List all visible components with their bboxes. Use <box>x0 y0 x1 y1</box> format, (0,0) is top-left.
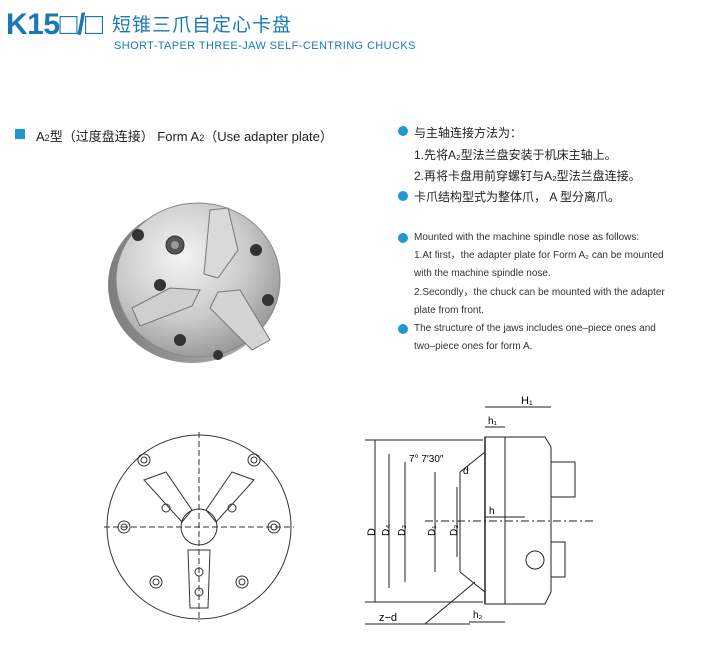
dim-H1: H₁ <box>521 395 533 407</box>
bullet-2 <box>398 191 408 201</box>
dim-D1: D₁ <box>427 525 438 536</box>
note-cn-b2: 卡爪结构型式为整体爪， A 型分离爪。 <box>414 190 621 204</box>
note-en-l2a: 2.Secondly，the chuck can be mounted with… <box>414 287 665 298</box>
dim-D4: D₄ <box>381 525 392 536</box>
dim-h2: h₂ <box>473 610 483 621</box>
dim-D3: D₃ <box>449 525 460 536</box>
section-label: A2型（过度盘连接） Form A2（Use adapter plate） <box>36 126 333 145</box>
note-cn-l2: 2.再将卡盘用前穿螺钉与A₂型法兰盘连接。 <box>414 169 641 183</box>
section-label-end: （Use adapter plate） <box>204 129 333 144</box>
dim-zd: z−d <box>379 612 397 624</box>
dim-h1: h₁ <box>488 416 498 427</box>
bullet-4 <box>398 324 408 334</box>
section-label-sub2: 2 <box>199 133 205 143</box>
note-en-b2b: two–piece ones for form A. <box>414 341 533 352</box>
bullet-3 <box>398 233 408 243</box>
bullet-1 <box>398 126 408 136</box>
front-view-drawing <box>104 432 294 622</box>
note-cn-l1: 1.先将A₂型法兰盘安装于机床主轴上。 <box>414 148 617 162</box>
note-en-l1a: 1.At first，the adapter plate for Form A₂… <box>414 250 664 261</box>
section-marker <box>15 129 25 139</box>
dim-D2: D₂ <box>397 525 408 536</box>
dim-d: d <box>463 466 469 477</box>
section-label-a: A <box>36 129 45 144</box>
note-en-b1: Mounted with the machine spindle nose as… <box>414 232 640 243</box>
model-number: K15□/□ <box>6 8 103 41</box>
dim-D: D <box>366 528 378 536</box>
side-section-drawing: H₁ h₁ 7° 7′30″ d h D D₄ D₂ D₁ D₃ z−d h₂ <box>365 395 595 625</box>
section-label-sub: 2 <box>44 133 50 143</box>
title-chinese: 短锥三爪自定心卡盘 <box>112 15 293 36</box>
note-en-l1b: with the machine spindle nose. <box>414 268 551 279</box>
chuck-photo <box>108 202 281 363</box>
dim-angle: 7° 7′30″ <box>409 454 444 465</box>
section-label-mid: 型（过度盘连接） Form A <box>49 129 200 144</box>
note-en-l2b: plate from front. <box>414 305 485 316</box>
note-en-b2a: The structure of the jaws includes one–p… <box>414 323 656 334</box>
title-english: SHORT-TAPER THREE-JAW SELF-CENTRING CHUC… <box>114 40 416 52</box>
dim-h: h <box>489 506 495 517</box>
note-cn-b1: 与主轴连接方法为： <box>414 126 523 140</box>
